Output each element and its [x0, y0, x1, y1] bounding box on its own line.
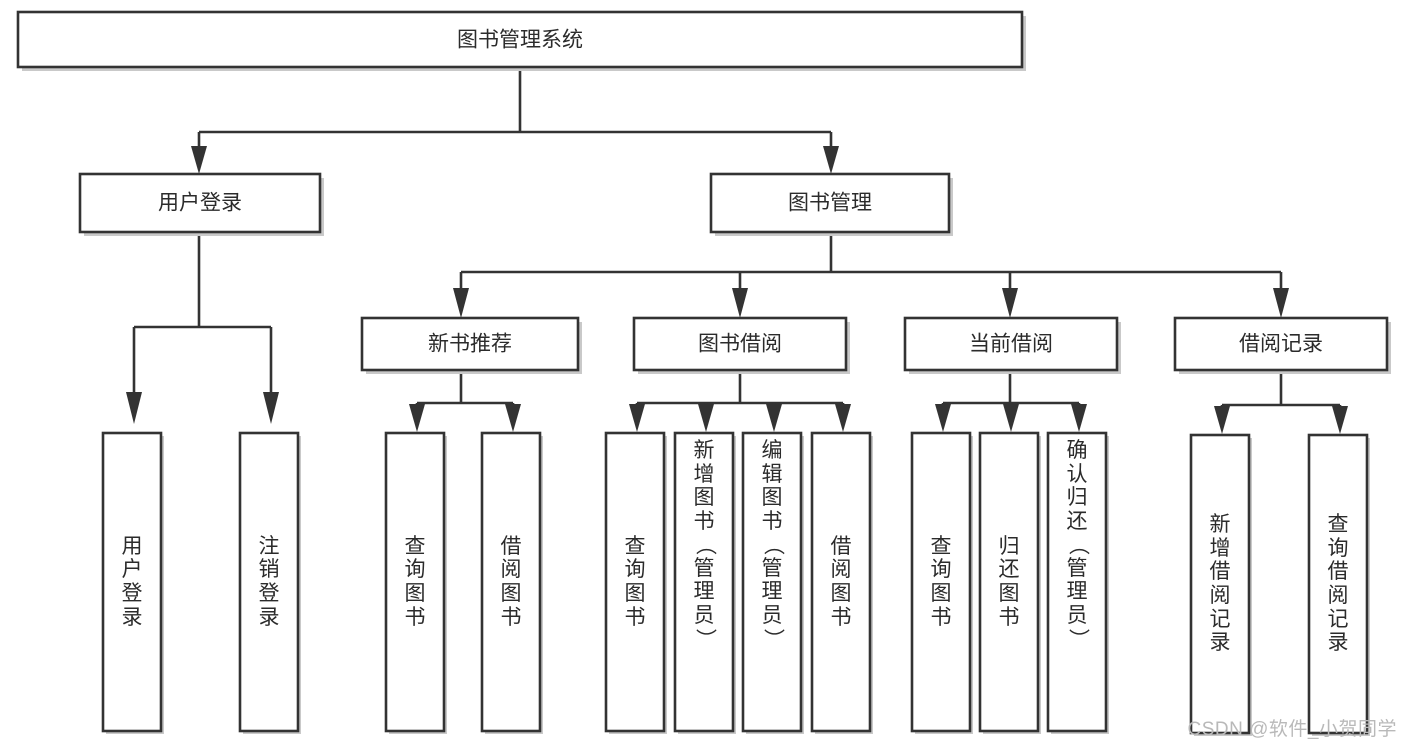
connector-group-borrow-record: [1214, 373, 1348, 434]
user-login-label: 用户登录: [158, 192, 242, 215]
arrowhead-leaf-edit-book-admin: [766, 404, 782, 432]
arrowhead-book-management: [823, 146, 839, 174]
borrow-record-box[interactable]: [1173, 316, 1389, 372]
leaf-borrow-book-2-box[interactable]: [810, 431, 872, 733]
arrowhead-leaf-confirm-return-admin: [1071, 404, 1087, 432]
leaf-query-book-2-box[interactable]: [604, 431, 666, 733]
arrowhead-leaf-query-book-1: [409, 404, 425, 432]
arrowhead-leaf-add-book-admin: [698, 404, 714, 432]
arrowhead-leaf-user-login: [126, 392, 142, 424]
new-book-recommend-label: 新书推荐: [428, 333, 512, 356]
arrowhead-leaf-borrow-book-2: [835, 404, 851, 432]
leaf-user-login-box[interactable]: [101, 431, 163, 733]
leaf-add-borrow-record-box[interactable]: [1189, 433, 1251, 735]
leaf-query-book-1-box[interactable]: [384, 431, 446, 733]
watermark-text: CSDN @软件_小贺同学: [1187, 719, 1397, 740]
leaf-query-borrow-record-box[interactable]: [1307, 433, 1369, 735]
current-borrow-box[interactable]: [903, 316, 1119, 372]
book-borrow-label: 图书借阅: [698, 333, 782, 356]
book-management-box[interactable]: [709, 172, 951, 234]
connector-group-current-borrow: [935, 373, 1087, 432]
arrowhead-borrow-record: [1273, 288, 1289, 318]
arrowhead-leaf-return-book: [1003, 404, 1019, 432]
leaf-edit-book-admin-box[interactable]: [741, 431, 803, 733]
current-borrow-label: 当前借阅: [969, 333, 1053, 356]
arrowhead-leaf-query-borrow-record: [1332, 406, 1348, 434]
leaf-logout-login-box[interactable]: [238, 431, 300, 733]
connector-group-book-management: [453, 233, 1289, 318]
arrowhead-book-borrow: [732, 288, 748, 318]
borrow-record-label: 借阅记录: [1239, 333, 1323, 356]
connector-group-root: [191, 68, 839, 174]
root-label: 图书管理系统: [457, 29, 583, 52]
leaf-query-book-3-box[interactable]: [910, 431, 972, 733]
arrowhead-leaf-borrow-book-1: [505, 404, 521, 432]
arrowhead-leaf-query-book-2: [629, 404, 645, 432]
arrowhead-leaf-add-borrow-record: [1214, 406, 1230, 434]
arrowhead-leaf-query-book-3: [935, 404, 951, 432]
leaf-confirm-return-admin-box[interactable]: [1046, 431, 1108, 733]
root-box[interactable]: [16, 10, 1024, 69]
connector-group-book-borrow: [629, 373, 851, 432]
connector-group-new-book-recommend: [409, 373, 521, 432]
book-management-label: 图书管理: [788, 192, 872, 215]
user-login-box[interactable]: [78, 172, 322, 234]
leaf-add-book-admin-box[interactable]: [673, 431, 735, 733]
arrowhead-current-borrow: [1002, 288, 1018, 318]
arrowhead-new-book-recommend: [453, 288, 469, 318]
leaf-return-book-box[interactable]: [978, 431, 1040, 733]
arrowhead-user-login: [191, 146, 207, 174]
book-borrow-box[interactable]: [632, 316, 848, 372]
arrowhead-leaf-logout-login: [263, 392, 279, 424]
leaf-borrow-book-1-box[interactable]: [480, 431, 542, 733]
connector-group-user-login: [126, 233, 279, 424]
new-book-recommend-box[interactable]: [360, 316, 580, 372]
